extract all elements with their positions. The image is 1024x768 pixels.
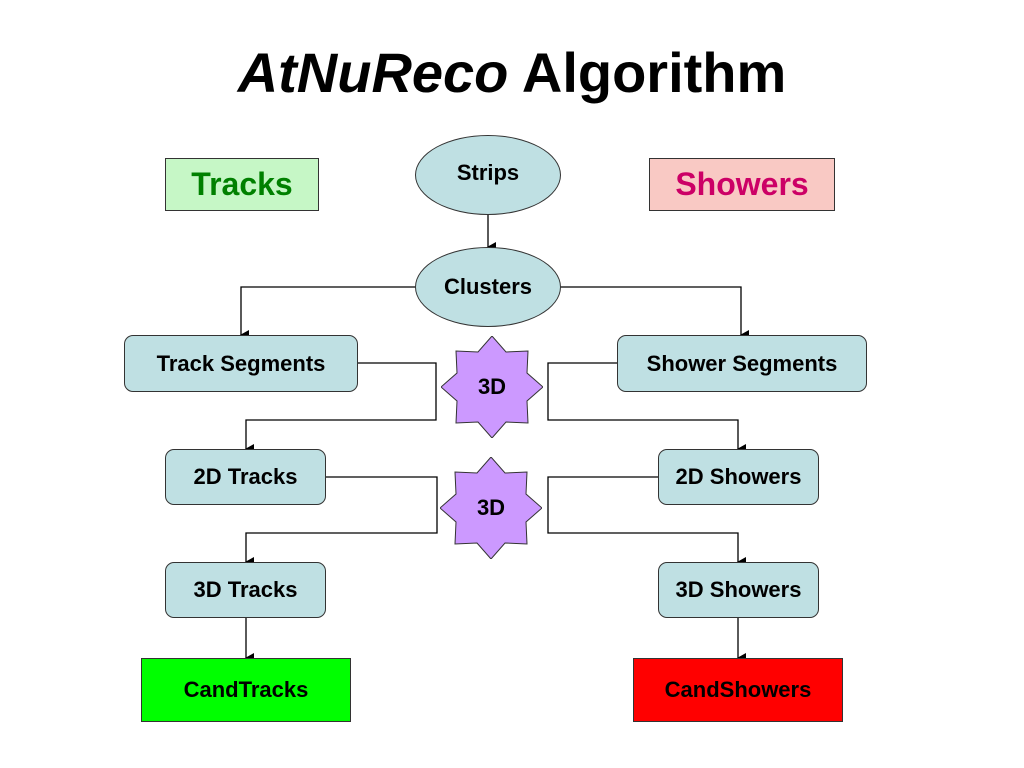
candtracks-node: CandTracks [141, 658, 351, 722]
edge-clusters-track-segments [240, 286, 416, 340]
3d-star-upper-text: 3D [477, 374, 507, 399]
2d-tracks-node-label: 2D Tracks [193, 464, 298, 489]
track-segments-node-label: Track Segments [156, 350, 326, 376]
candtracks-node-label: CandTracks [183, 677, 309, 702]
2d-showers-node: 2D Showers [658, 449, 819, 505]
showers-section-label-text: Showers [675, 166, 809, 202]
page-title: AtNuReco Algorithm [0, 38, 1024, 108]
tracks-section-label: Tracks [165, 158, 319, 211]
candshowers-node: CandShowers [633, 658, 843, 722]
tracks-section-label-text: Tracks [191, 166, 293, 202]
candshowers-node-label: CandShowers [664, 677, 812, 702]
clusters-node: Clusters [415, 247, 561, 327]
title-rest-part: Algorithm [508, 41, 787, 104]
shower-segments-node-label: Shower Segments [646, 350, 838, 376]
3d-tracks-node-label: 3D Tracks [193, 577, 298, 602]
clusters-node-label: Clusters [443, 274, 533, 299]
2d-showers-node-label: 2D Showers [675, 464, 802, 489]
showers-section-label: Showers [649, 158, 835, 211]
edge-shower-segments-2d-showers [547, 362, 746, 454]
3d-showers-node: 3D Showers [658, 562, 819, 618]
3d-star-lower-text: 3D [476, 495, 506, 520]
edge-track-segments-2d-tracks [245, 362, 437, 454]
title-italic-part: AtNuReco [237, 41, 509, 104]
edge-2d-showers-3d-showers [547, 476, 746, 567]
strips-node: Strips [415, 135, 561, 215]
shower-segments-node: Shower Segments [617, 335, 867, 392]
3d-star-lower-label: 3D [440, 457, 542, 559]
edge-clusters-shower-segments [560, 286, 749, 340]
3d-star-upper [441, 336, 543, 438]
3d-star-lower [440, 457, 542, 559]
3d-tracks-node: 3D Tracks [165, 562, 326, 618]
edge-2d-tracks-3d-tracks [245, 476, 438, 567]
2d-tracks-node: 2D Tracks [165, 449, 326, 505]
strips-node-label: Strips [456, 160, 520, 185]
3d-star-upper-label: 3D [441, 336, 543, 438]
3d-showers-node-label: 3D Showers [675, 577, 802, 602]
track-segments-node: Track Segments [124, 335, 358, 392]
